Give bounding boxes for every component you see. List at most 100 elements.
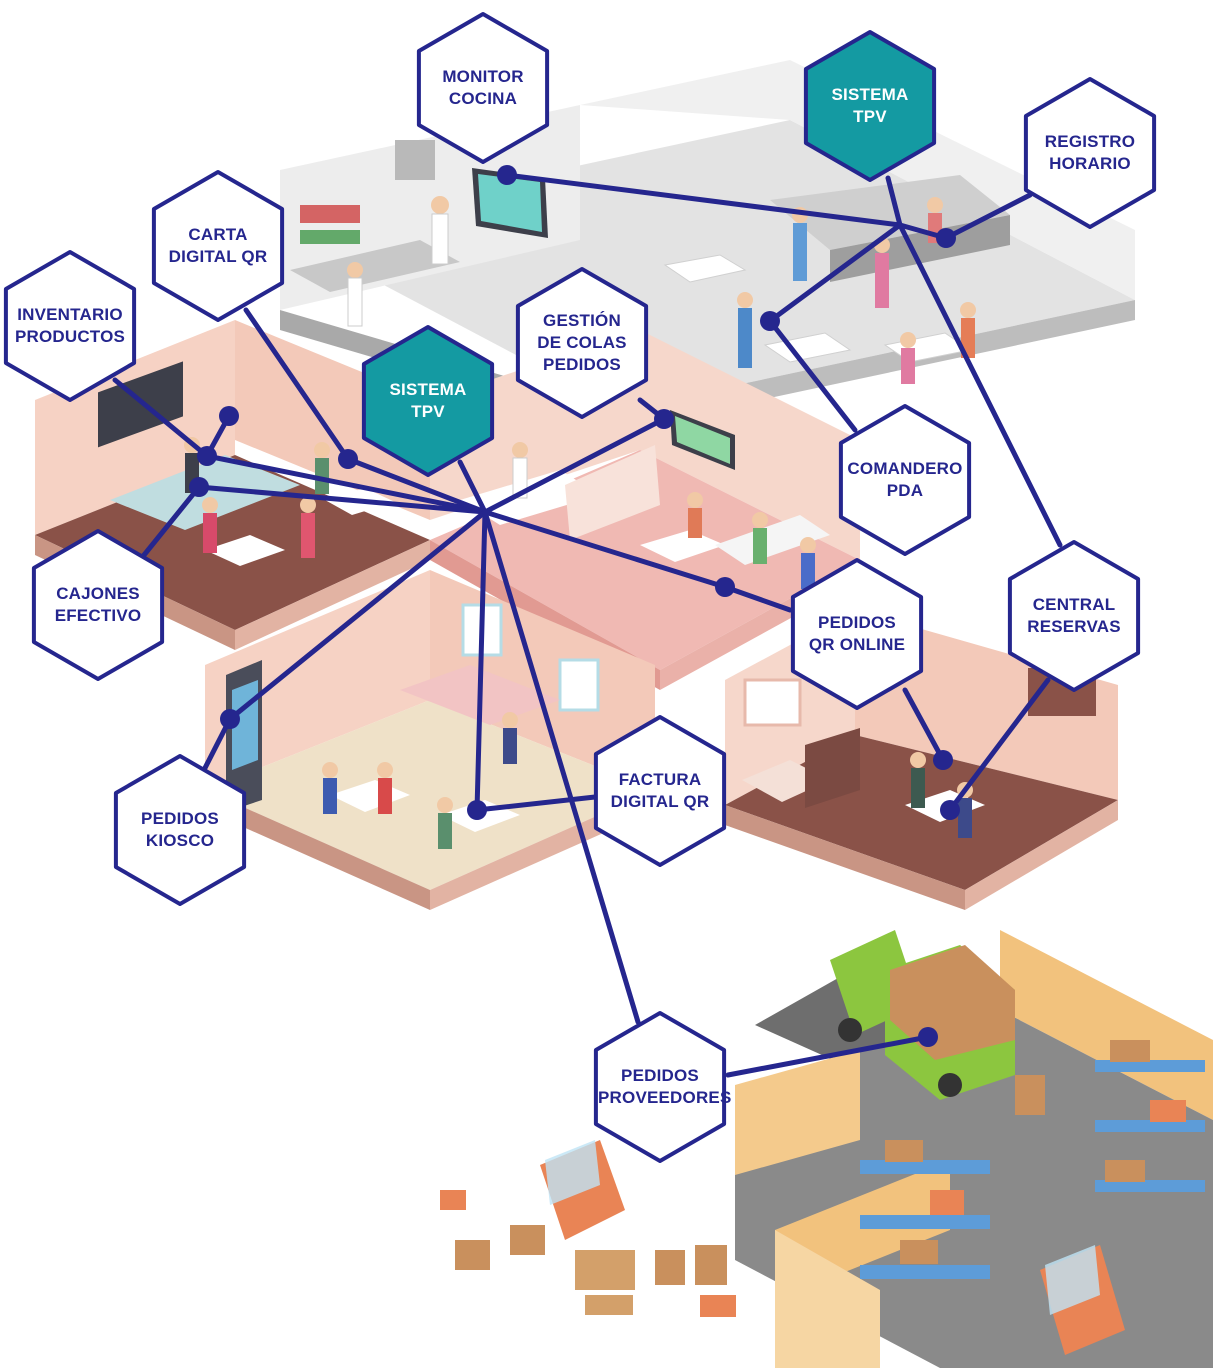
person [347, 277, 363, 327]
connection-line [767, 222, 903, 324]
person [315, 458, 329, 494]
shelf [860, 1265, 990, 1279]
person [910, 752, 926, 768]
connection-dot [467, 800, 487, 820]
connection-dot [654, 409, 674, 429]
shelf [860, 1160, 990, 1174]
truck-wheel [938, 1073, 962, 1097]
box [1110, 1040, 1150, 1062]
connection-dot [497, 165, 517, 185]
lower-edge [205, 790, 430, 910]
person [202, 497, 218, 513]
person [737, 292, 753, 308]
forklift-cage [545, 1140, 600, 1205]
bar-monitor-screen [675, 416, 730, 464]
connection-line [897, 222, 1063, 548]
person [752, 512, 768, 528]
box [655, 1250, 685, 1285]
connection-dot [933, 750, 953, 770]
person [875, 253, 889, 308]
hexagon-cajones-efectivo [31, 529, 165, 681]
person [438, 813, 452, 849]
person [958, 798, 972, 838]
box [1015, 1075, 1045, 1115]
warehouse-back-wall [1000, 930, 1213, 1120]
hexagon-inventario-productos [3, 250, 137, 402]
bar-table [640, 530, 725, 562]
connection-line [243, 307, 351, 462]
hexagon-registro-horario [1023, 77, 1157, 229]
cafe-table [205, 535, 285, 566]
connection-line [767, 318, 858, 433]
person [203, 513, 217, 553]
connection-dot [338, 449, 358, 469]
shelf [1095, 1180, 1205, 1192]
truck-wheel [838, 1018, 862, 1042]
table-top-1 [663, 254, 747, 283]
person [314, 442, 330, 458]
person [301, 513, 315, 558]
hexagon-carta-digital-qr [151, 170, 285, 322]
hexagon-factura-digital-qr [593, 715, 727, 867]
person [900, 332, 916, 348]
box [1105, 1160, 1145, 1182]
connection-line [722, 584, 793, 613]
connection-line [137, 484, 202, 563]
person [431, 196, 449, 214]
office-edge-r [965, 800, 1118, 910]
window [558, 658, 600, 712]
warehouse [440, 930, 1213, 1368]
box [455, 1240, 490, 1270]
connection-line [902, 687, 946, 763]
person [960, 302, 976, 318]
box [900, 1240, 938, 1264]
hexagon-monitor-cocina [416, 12, 550, 164]
connection-line [345, 456, 488, 515]
connection-line [482, 509, 641, 1025]
buffet-counter [770, 175, 1010, 250]
person [322, 762, 338, 778]
connection-dot [936, 228, 956, 248]
connection-line [474, 794, 598, 813]
hexagon-sistema-tpv-top [803, 30, 937, 182]
connection-line [474, 509, 488, 813]
warehouse-front-wall [735, 1050, 860, 1175]
connection-dot [220, 709, 240, 729]
person [502, 712, 518, 728]
kitchen-monitor-screen [478, 174, 542, 232]
person [793, 223, 807, 281]
office-edge [725, 805, 965, 910]
person [431, 213, 449, 265]
bar-booth [715, 515, 830, 565]
person [323, 778, 337, 814]
connection-line [204, 453, 488, 515]
hexagon-central-reservas [1007, 540, 1141, 692]
box [440, 1190, 466, 1210]
shelf [860, 1215, 990, 1229]
shelf [1095, 1060, 1205, 1072]
hexagon-comandero-pda [838, 404, 972, 556]
person [512, 442, 528, 458]
box [885, 1140, 923, 1162]
chalkboard [98, 361, 183, 448]
connection-dot [715, 577, 735, 597]
office-window [743, 678, 802, 727]
connection-dot [197, 446, 217, 466]
kitchen-shelf [300, 205, 360, 223]
person [801, 553, 815, 589]
connection-line [457, 459, 488, 515]
hexagon-nodes [3, 12, 1157, 1163]
box [1150, 1100, 1186, 1122]
connection-dot [219, 406, 239, 426]
kitchen-counter [290, 240, 460, 292]
hexagon-pedidos-proveedores [593, 1011, 727, 1163]
connection-line [725, 1034, 931, 1078]
connection-line [947, 677, 1051, 813]
person [901, 348, 915, 384]
kitchen-hood [395, 140, 435, 180]
person [688, 508, 702, 538]
hexagon-pedidos-qr-online [790, 558, 924, 710]
box [575, 1250, 635, 1290]
